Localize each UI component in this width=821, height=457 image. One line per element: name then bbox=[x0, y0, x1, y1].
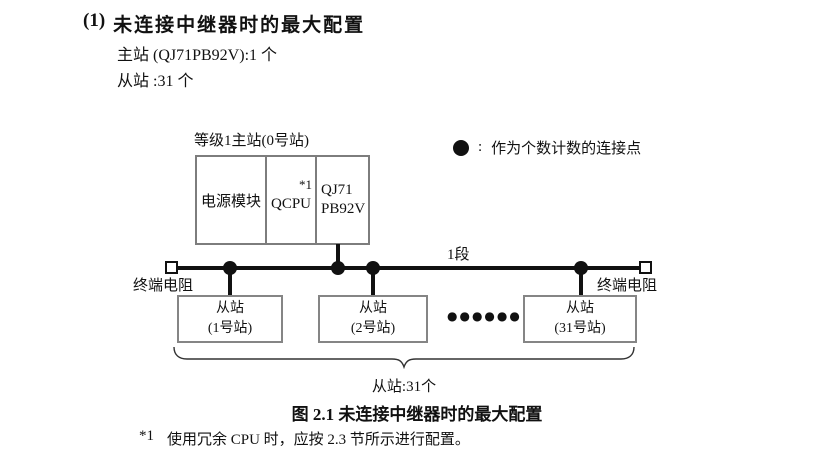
connection-point-icon bbox=[453, 139, 469, 156]
section-title: 未连接中继器时的最大配置 bbox=[113, 15, 366, 36]
section-number: (1) bbox=[83, 10, 106, 31]
power-module-cell: 电源模块 bbox=[197, 157, 267, 243]
connection-point-dot bbox=[223, 261, 237, 275]
footnote-marker: *1 bbox=[139, 428, 154, 444]
connection-point-dot bbox=[366, 261, 380, 275]
brace-shape bbox=[173, 346, 635, 369]
bus-line bbox=[170, 266, 646, 270]
spec-master-count: 主站 (QJ71PB92V):1 个 bbox=[117, 47, 278, 64]
spec-slave-count: 从站 :31 个 bbox=[117, 73, 194, 90]
segment-label: 1段 bbox=[447, 247, 470, 263]
slave31-drop-line bbox=[579, 268, 583, 295]
slave1-drop-line bbox=[228, 268, 232, 295]
slave-total-label: 从站:31个 bbox=[371, 379, 437, 395]
terminating-resistor-label-right: 终端电阻 bbox=[597, 278, 658, 294]
legend: : 作为个数计数的连接点 bbox=[453, 137, 641, 158]
cpu-footnote-marker: *1 bbox=[299, 177, 312, 192]
terminating-resistor-icon-right bbox=[639, 261, 652, 274]
slave2-drop-line bbox=[371, 268, 375, 295]
terminating-resistor-icon-left bbox=[165, 261, 178, 274]
section-heading: (1) 未连接中继器时的最大配置 bbox=[83, 10, 365, 37]
slave-station-box-1: 从站 (1号站) bbox=[177, 295, 283, 343]
figure-caption: 图 2.1 未连接中继器时的最大配置 bbox=[291, 405, 543, 424]
cpu-module-name: QCPU bbox=[271, 196, 312, 212]
terminating-resistor-label-left: 终端电阻 bbox=[133, 278, 194, 294]
connection-point-dot bbox=[331, 261, 345, 275]
master-drop-line bbox=[336, 244, 340, 268]
connection-point-dot bbox=[574, 261, 588, 275]
cpu-module-cell: *1 QCPU bbox=[267, 157, 317, 243]
slave-station-box-31: 从站 (31号站) bbox=[523, 295, 637, 343]
network-module-cell: QJ71 PB92V bbox=[321, 182, 366, 217]
legend-colon: : bbox=[478, 139, 483, 155]
ellipsis-dots: ●●●●●● bbox=[447, 309, 522, 323]
master-station-box: 电源模块 *1 QCPU QJ71 PB92V bbox=[195, 155, 370, 245]
footnote: *1 使用冗余 CPU 时，应按 2.3 节所示进行配置。 bbox=[139, 428, 470, 449]
legend-text: 作为个数计数的连接点 bbox=[491, 141, 642, 157]
master-station-label: 等级1主站(0号站) bbox=[194, 133, 309, 149]
slave-station-box-2: 从站 (2号站) bbox=[318, 295, 428, 343]
footnote-text: 使用冗余 CPU 时，应按 2.3 节所示进行配置。 bbox=[167, 432, 470, 448]
